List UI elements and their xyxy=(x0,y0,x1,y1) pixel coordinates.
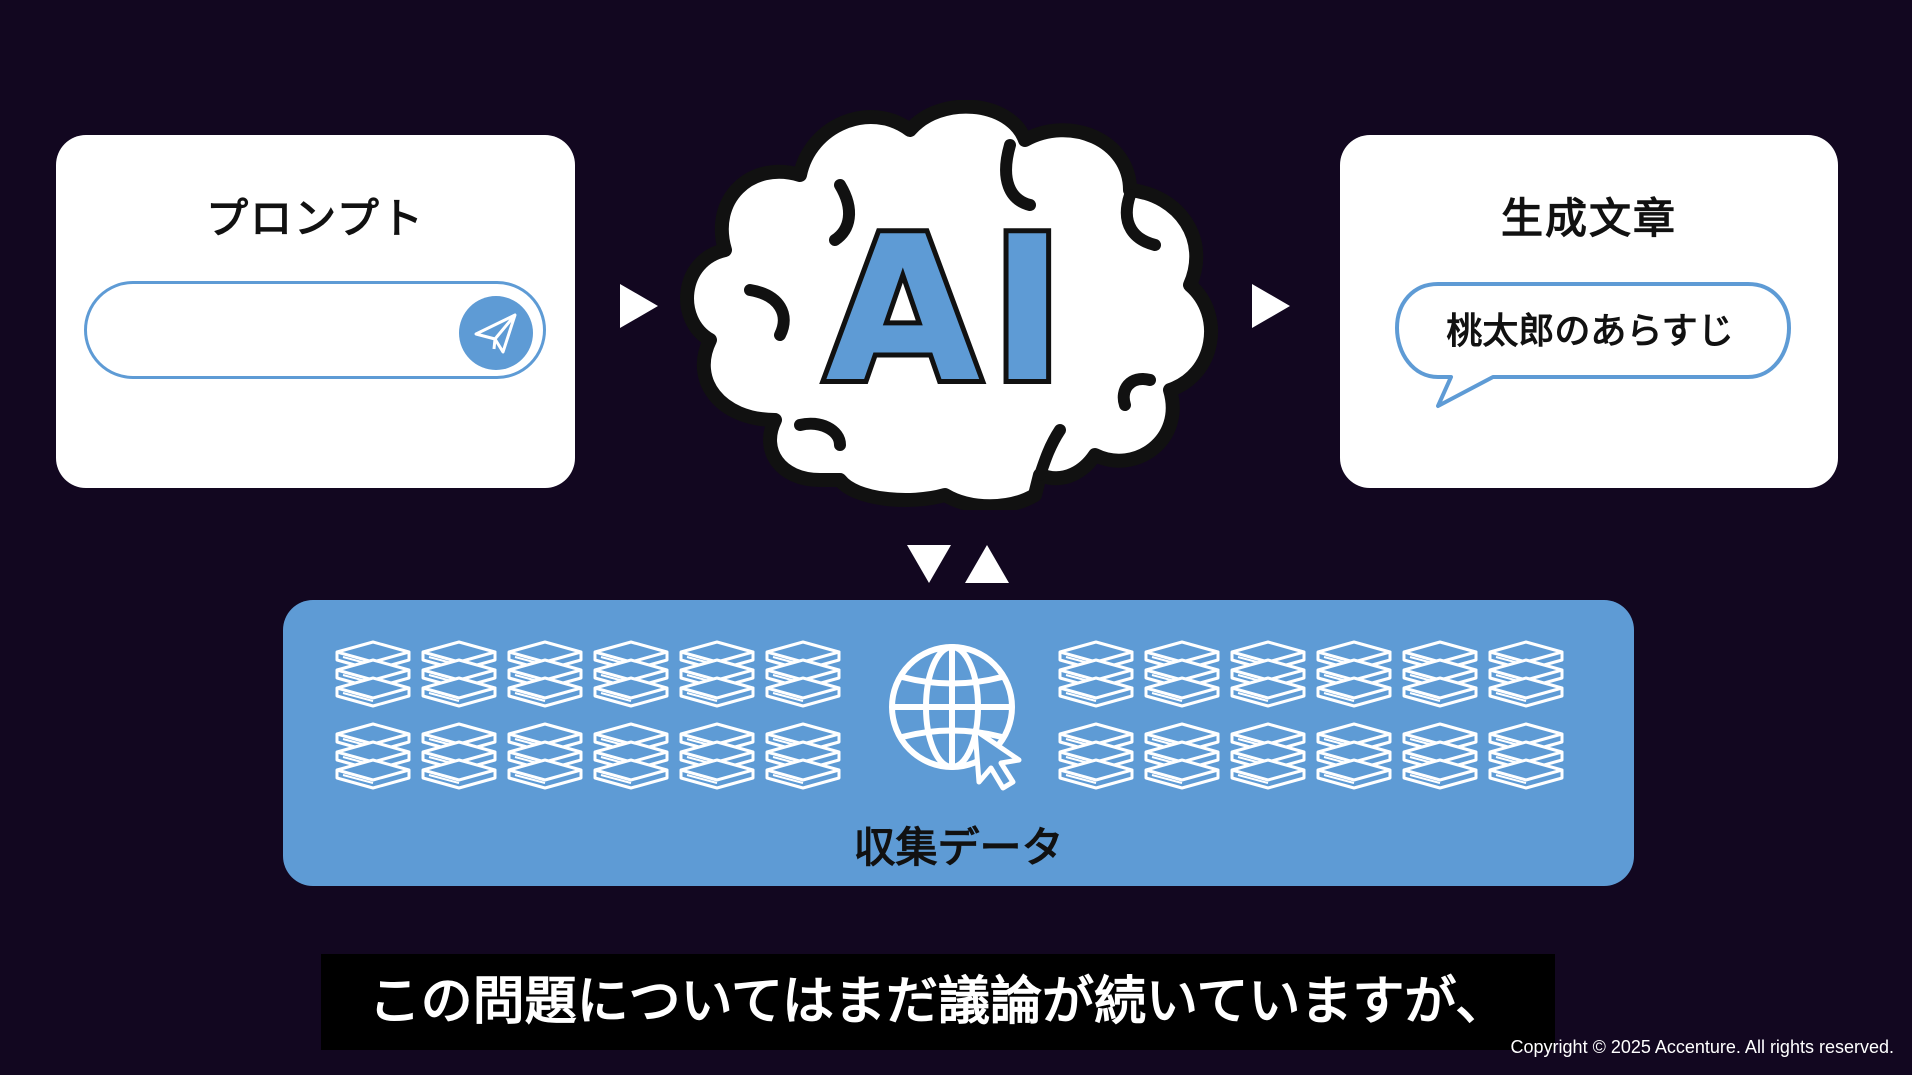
ai-brain: AI xyxy=(680,99,1220,514)
prompt-title: プロンプト xyxy=(206,194,425,243)
data-panel: 収集データ xyxy=(283,600,1634,886)
book-stack-icon xyxy=(677,630,757,710)
book-stack-icon xyxy=(1056,712,1136,792)
copyright: Copyright © 2025 Accenture. All rights r… xyxy=(1510,1037,1894,1057)
subtitle-caption: この問題についてはまだ議論が続いていますが、 xyxy=(321,954,1555,1050)
book-stack-icon xyxy=(1400,712,1480,792)
book-stack-icon xyxy=(505,630,585,710)
arrow-down-icon xyxy=(907,545,951,583)
send-button[interactable] xyxy=(459,296,533,370)
book-stack-icon xyxy=(1142,712,1222,792)
book-stack-icon xyxy=(333,630,413,710)
data-label: 収集データ xyxy=(853,823,1064,872)
speech-bubble-icon xyxy=(1395,282,1791,408)
prompt-card: プロンプト xyxy=(56,135,575,488)
output-card: 生成文章 桃太郎のあらすじ xyxy=(1340,135,1838,488)
book-stack-icon xyxy=(591,712,671,792)
brain-icon xyxy=(680,99,1218,514)
book-stack-icon xyxy=(333,712,413,792)
book-stack-icon xyxy=(677,712,757,792)
book-stack-icon xyxy=(419,712,499,792)
book-stack-icon xyxy=(1400,630,1480,710)
book-stack-icon xyxy=(1314,712,1394,792)
arrow-up-icon xyxy=(965,545,1009,583)
book-stack-icon xyxy=(591,630,671,710)
book-stack-icon xyxy=(1486,630,1566,710)
bubble-text: 桃太郎のあらすじ xyxy=(1446,311,1734,352)
arrow-right-icon xyxy=(1252,284,1290,328)
book-stack-icon xyxy=(763,712,843,792)
globe-icon xyxy=(889,644,1022,791)
book-stack-icon xyxy=(1228,630,1308,710)
book-stack-icon xyxy=(1228,712,1308,792)
output-title: 生成文章 xyxy=(1500,194,1677,243)
speech-bubble: 桃太郎のあらすじ xyxy=(1393,281,1793,425)
arrow-right-icon xyxy=(620,284,658,328)
book-stack-icon xyxy=(1314,630,1394,710)
ai-label: AI xyxy=(820,189,1075,432)
cursor-icon xyxy=(972,727,1022,791)
book-stack-icon xyxy=(1486,712,1566,792)
paper-plane-icon xyxy=(474,313,517,354)
book-stack-icon xyxy=(1142,630,1222,710)
book-stack-icon xyxy=(505,712,585,792)
prompt-input[interactable] xyxy=(84,281,546,379)
book-stack-icon xyxy=(763,630,843,710)
book-stack-icon xyxy=(1056,630,1136,710)
book-stack-icon xyxy=(419,630,499,710)
